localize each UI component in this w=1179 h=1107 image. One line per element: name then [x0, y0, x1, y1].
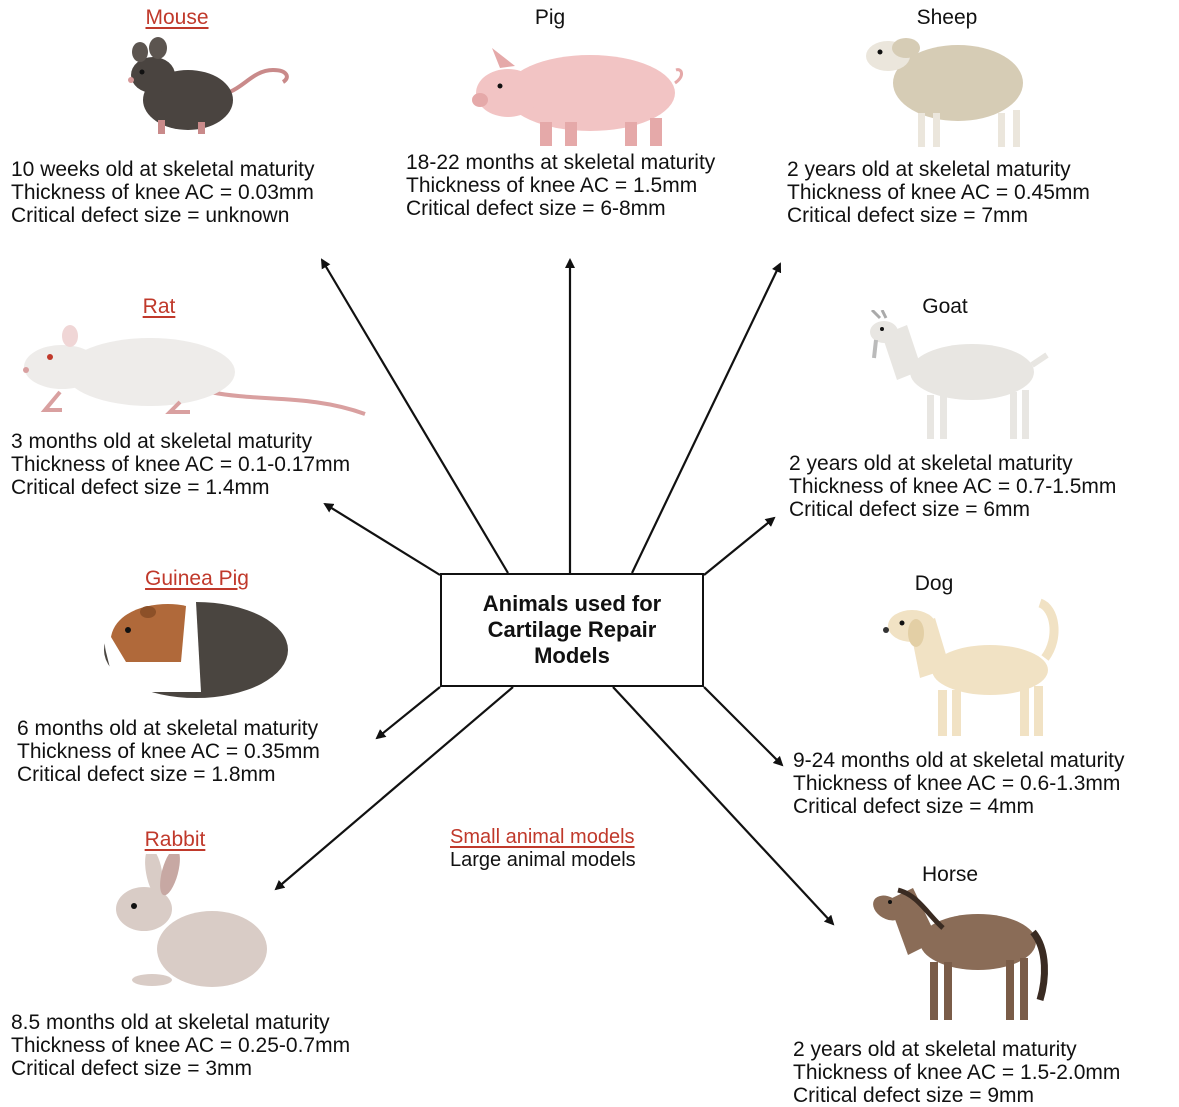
mouse-info: 10 weeks old at skeletal maturity Thickn… [11, 158, 314, 227]
goat-thickness: Thickness of knee AC = 0.7-1.5mm [789, 475, 1116, 498]
horse-defect: Critical defect size = 9mm [793, 1084, 1120, 1107]
sheep-defect: Critical defect size = 7mm [787, 204, 1090, 227]
rat-defect: Critical defect size = 1.4mm [11, 476, 350, 499]
pig-title: Pig [490, 6, 610, 30]
goat-info: 2 years old at skeletal maturity Thickne… [789, 452, 1116, 521]
sheep-thickness: Thickness of knee AC = 0.45mm [787, 181, 1090, 204]
sheep-maturity: 2 years old at skeletal maturity [787, 158, 1090, 181]
guinea-pig-info: 6 months old at skeletal maturity Thickn… [17, 717, 320, 786]
mouse-icon [118, 30, 298, 140]
guinea-pig-thickness: Thickness of knee AC = 0.35mm [17, 740, 320, 763]
pig-maturity: 18-22 months at skeletal maturity [406, 151, 715, 174]
horse-icon [868, 880, 1053, 1025]
pig-icon [470, 38, 690, 150]
mouse-thickness: Thickness of knee AC = 0.03mm [11, 181, 314, 204]
pig-defect: Critical defect size = 6-8mm [406, 197, 715, 220]
center-title-line-3: Models [483, 643, 661, 669]
dog-defect: Critical defect size = 4mm [793, 795, 1125, 818]
sheep-icon [858, 28, 1038, 150]
arrow-to-goat [704, 518, 774, 575]
sheep-title: Sheep [887, 6, 1007, 30]
guinea-pig-icon [86, 592, 291, 704]
goat-maturity: 2 years old at skeletal maturity [789, 452, 1116, 475]
dog-thickness: Thickness of knee AC = 0.6-1.3mm [793, 772, 1125, 795]
rabbit-thickness: Thickness of knee AC = 0.25-0.7mm [11, 1034, 350, 1057]
horse-info: 2 years old at skeletal maturity Thickne… [793, 1038, 1120, 1107]
center-title-line-2: Cartilage Repair [483, 617, 661, 643]
rat-icon [20, 322, 372, 418]
horse-thickness: Thickness of knee AC = 1.5-2.0mm [793, 1061, 1120, 1084]
legend-small-models: Small animal models [450, 826, 636, 849]
legend: Small animal models Large animal models [450, 826, 636, 872]
center-box: Animals used for Cartilage Repair Models [440, 573, 704, 687]
legend-large-models: Large animal models [450, 849, 636, 872]
rat-maturity: 3 months old at skeletal maturity [11, 430, 350, 453]
pig-info: 18-22 months at skeletal maturity Thickn… [406, 151, 715, 220]
rabbit-maturity: 8.5 months old at skeletal maturity [11, 1011, 350, 1034]
goat-defect: Critical defect size = 6mm [789, 498, 1116, 521]
mouse-defect: Critical defect size = unknown [11, 204, 314, 227]
center-title-line-1: Animals used for [483, 591, 661, 617]
arrow-to-rat [325, 504, 440, 575]
mouse-maturity: 10 weeks old at skeletal maturity [11, 158, 314, 181]
goat-icon [862, 310, 1052, 442]
sheep-info: 2 years old at skeletal maturity Thickne… [787, 158, 1090, 227]
guinea-pig-maturity: 6 months old at skeletal maturity [17, 717, 320, 740]
guinea-pig-title: Guinea Pig [127, 567, 267, 591]
pig-thickness: Thickness of knee AC = 1.5mm [406, 174, 715, 197]
horse-maturity: 2 years old at skeletal maturity [793, 1038, 1120, 1061]
guinea-pig-defect: Critical defect size = 1.8mm [17, 763, 320, 786]
dog-info: 9-24 months old at skeletal maturity Thi… [793, 749, 1125, 818]
arrow-to-guinea-pig [377, 687, 440, 738]
mouse-title: Mouse [117, 6, 237, 30]
rat-thickness: Thickness of knee AC = 0.1-0.17mm [11, 453, 350, 476]
dog-icon [880, 598, 1070, 740]
rabbit-icon [112, 854, 272, 990]
rabbit-defect: Critical defect size = 3mm [11, 1057, 350, 1080]
rat-title: Rat [99, 295, 219, 319]
rat-info: 3 months old at skeletal maturity Thickn… [11, 430, 350, 499]
arrow-to-dog [704, 687, 782, 765]
arrow-to-sheep [632, 264, 780, 573]
rabbit-title: Rabbit [115, 828, 235, 852]
rabbit-info: 8.5 months old at skeletal maturity Thic… [11, 1011, 350, 1080]
dog-title: Dog [874, 572, 994, 596]
dog-maturity: 9-24 months old at skeletal maturity [793, 749, 1125, 772]
